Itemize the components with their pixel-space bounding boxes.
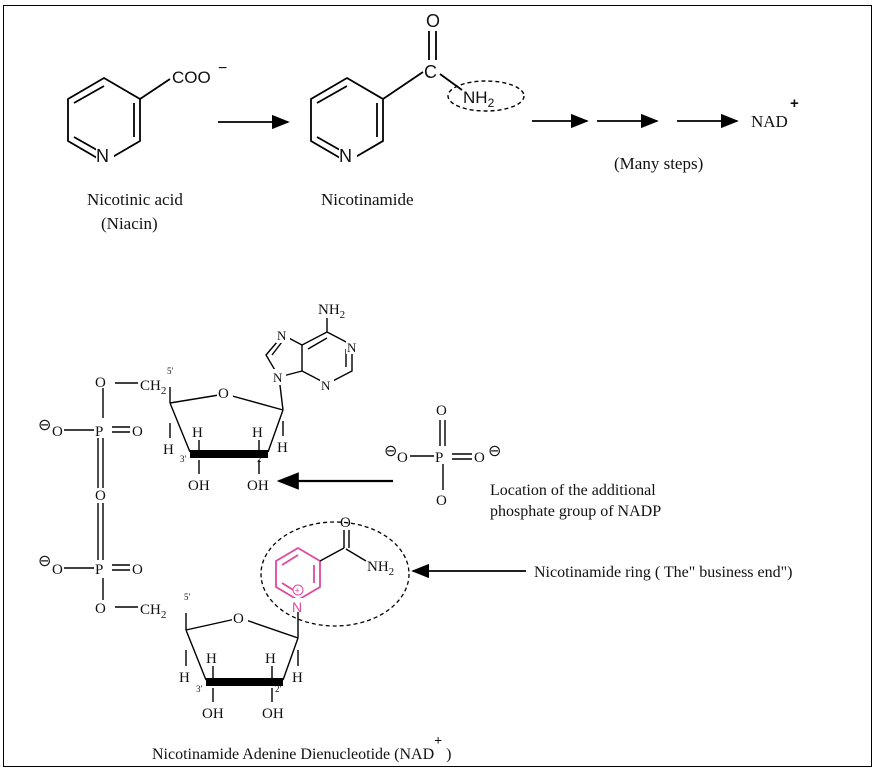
lower-ribose-c3-label: 3′	[196, 684, 203, 694]
extra-phosphate-o-right: O	[474, 450, 485, 466]
lower-ribose-h3: H	[206, 651, 217, 667]
lower-ribose-structure	[185, 612, 299, 702]
adenine-n1: N	[347, 340, 357, 355]
nicotinamide-ring-highlight	[260, 521, 410, 627]
upper-ribose-ch2: CH2	[140, 378, 166, 397]
niacin-ring-n: N	[96, 146, 109, 166]
nad-product-label: NAD	[751, 112, 788, 131]
adenine-nh2: NH2	[318, 302, 345, 321]
figure-frame	[3, 5, 872, 767]
niacin-alt-name: (Niacin)	[101, 214, 158, 233]
phosphate-1-bonds	[64, 388, 130, 560]
upper-ribose-2-oh: OH	[247, 478, 269, 494]
lower-ribose-bold-bond	[206, 678, 283, 686]
phosphate-2-bonds	[64, 564, 138, 608]
nicotinamide-ring-n: N	[292, 599, 302, 615]
lower-ribose-3-oh: OH	[202, 706, 224, 722]
extra-phosphate-o-left: O	[397, 450, 408, 466]
phosphate-1-bridge-o-mid: O	[95, 488, 106, 504]
phosphate-1-minus: ⊖	[38, 417, 51, 434]
lower-ribose-ch2: CH2	[140, 602, 166, 621]
upper-ribose-h3: H	[192, 425, 203, 441]
nicotinamide-structure	[310, 31, 463, 164]
nad-caption: Nicotinamide Adenine Dienucleotide (NAD+…	[152, 734, 451, 763]
nicotinamide-oxygen: O	[426, 11, 440, 31]
lower-ribose-h1: H	[292, 670, 303, 686]
nicotinamide-ring-o: O	[340, 515, 351, 531]
adenine-n3: N	[321, 378, 331, 393]
upper-ribose-h1: H	[277, 440, 288, 456]
nadp-annotation-line1: Location of the additional	[490, 482, 656, 499]
upper-ribose-c2-label: 2′	[257, 454, 264, 464]
extra-phosphate-p: P	[435, 450, 443, 466]
niacin-structure	[67, 76, 171, 164]
extra-phosphate-minus-right: ⊖	[488, 443, 501, 460]
many-steps-label: (Many steps)	[614, 154, 703, 173]
phosphate-1-p: P	[95, 424, 103, 440]
phosphate-2-o-double: O	[132, 562, 143, 578]
lower-ribose-2-oh: OH	[262, 706, 284, 722]
adenine-n7: N	[277, 328, 287, 343]
nicotinamide-carbon: C	[424, 62, 437, 82]
upper-ribose-h2: H	[252, 425, 263, 441]
upper-ribose-ring-o: O	[218, 386, 229, 402]
niacin-coo-group: COO	[172, 68, 211, 87]
upper-ribose-bold-bond	[190, 450, 268, 458]
nicotinamide-ring-n: N	[339, 146, 352, 166]
lower-ribose-ring-o: O	[233, 611, 244, 627]
adenine-n9: N	[273, 370, 283, 385]
extra-phosphate-o-top: O	[436, 403, 447, 419]
nicotinamide-ring-nh2: NH2	[367, 559, 394, 578]
upper-ribose-3-oh: OH	[188, 478, 210, 494]
lower-ribose-h2: H	[265, 651, 276, 667]
niacin-name: Nicotinic acid	[87, 190, 183, 209]
lower-ribose-h4: H	[179, 670, 190, 686]
nadp-annotation-line2: phosphate group of NADP	[490, 503, 661, 520]
extra-phosphate-minus-left: ⊖	[384, 443, 397, 460]
phosphate-1-o-double: O	[132, 424, 143, 440]
phosphate-1-bridge-o-top: O	[95, 375, 106, 391]
nicotinamide-name: Nicotinamide	[321, 190, 414, 209]
nicotinamide-nh2: NH2	[463, 88, 495, 110]
extra-phosphate-bonds	[410, 420, 472, 490]
upper-ribose-structure	[115, 382, 284, 474]
lower-ribose-c5-label: 5′	[184, 592, 191, 602]
extra-phosphate-o-bottom: O	[436, 493, 447, 509]
nicotinamide-ring-plus: +	[295, 586, 300, 596]
nicotinamide-amide-bonds	[319, 530, 367, 562]
phosphate-2-o-left: O	[52, 562, 63, 578]
phosphate-1-o-left: O	[52, 424, 63, 440]
upper-ribose-h4: H	[163, 442, 174, 458]
amide-group-highlight	[447, 80, 525, 112]
positive-charge-circle	[292, 584, 304, 596]
lower-ribose-c2-label: 2′	[275, 684, 282, 694]
phosphate-2-p: P	[95, 562, 103, 578]
niacin-charge: −	[218, 60, 227, 77]
phosphate-2-bridge-o: O	[95, 601, 106, 617]
upper-ribose-c3-label: 3′	[180, 454, 187, 464]
nad-product-charge: +	[790, 95, 799, 112]
business-end-annotation: Nicotinamide ring ( The" business end")	[534, 564, 793, 581]
upper-ribose-c5-label: 5′	[167, 366, 174, 376]
phosphate-2-minus: ⊖	[38, 553, 51, 570]
